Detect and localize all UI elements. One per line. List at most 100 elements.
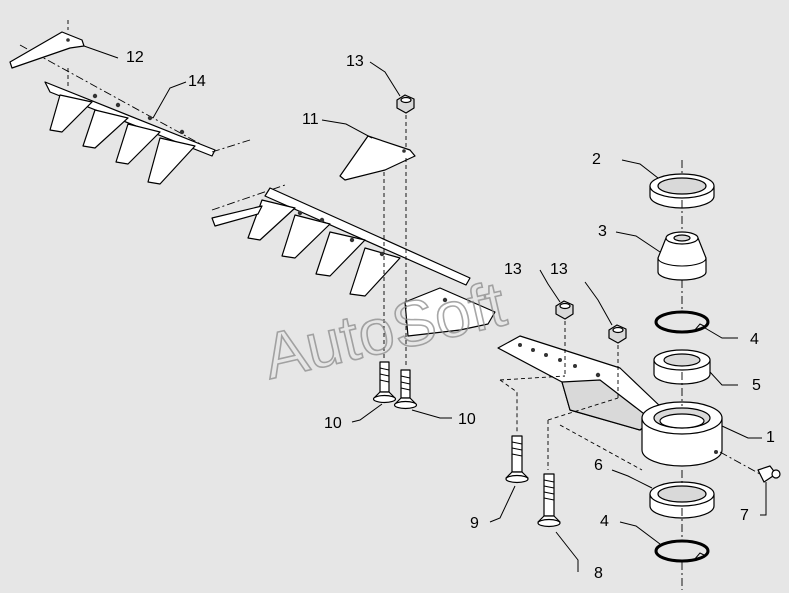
assembly-line [547, 397, 619, 470]
nut-top [612, 326, 624, 334]
circlip-4-upper [654, 310, 710, 334]
axis-line [719, 451, 761, 475]
housing-1 [641, 401, 723, 467]
circlip-ends [693, 323, 707, 332]
ring-bore [657, 177, 707, 195]
bushing-edge [657, 257, 707, 267]
knife-section-partial [211, 205, 263, 227]
callout-4-lower: 4 [600, 513, 609, 530]
knife-section [247, 199, 296, 241]
bolt-thread [543, 479, 555, 501]
callout-9: 9 [470, 515, 479, 532]
ring-2 [649, 173, 715, 209]
circlip-ends [693, 552, 707, 561]
bolt-thread [400, 375, 411, 391]
leader-11 [321, 119, 373, 139]
knife-head-arm [497, 335, 663, 431]
leader-5 [709, 371, 738, 386]
axis-line [19, 44, 216, 153]
callout-13-right: 13 [550, 261, 568, 278]
nut-13-top [396, 94, 415, 114]
rivet-hole [319, 217, 325, 223]
bolt-hole [66, 38, 70, 42]
knife-bar-middle [211, 184, 496, 337]
guard-plate [339, 135, 416, 181]
assembly-line [499, 375, 566, 432]
bolt-head [537, 518, 561, 528]
knife-section [281, 214, 331, 259]
leader-4-lower [619, 521, 661, 545]
bolt-head [505, 474, 529, 484]
bolt-10-left [372, 361, 397, 404]
rivet-hole [179, 129, 185, 135]
leader-10-left [351, 403, 383, 423]
bushing-3 [657, 231, 707, 281]
knife-section [315, 231, 366, 277]
bushing-bore [673, 234, 691, 242]
bolt-9 [505, 435, 529, 484]
circlip-ring [654, 310, 710, 334]
assembly-line [559, 424, 643, 471]
leader-1 [721, 425, 762, 439]
bearing-bore [663, 353, 701, 367]
callout-13-top: 13 [346, 53, 364, 70]
nut-13-left [555, 300, 574, 320]
arm-hole [544, 353, 548, 357]
grease-nipple-7 [719, 451, 781, 483]
leader-14 [152, 81, 187, 119]
leader-2 [621, 159, 659, 179]
arm-hole [558, 358, 562, 362]
knife-section [82, 109, 129, 149]
knife-back [264, 187, 471, 286]
ring-6 [649, 481, 715, 519]
callout-6: 6 [594, 457, 603, 474]
knife-bar-upper [19, 20, 251, 185]
nipple-tip [771, 469, 781, 479]
bearing-5 [653, 349, 711, 385]
callout-1: 1 [766, 429, 775, 446]
leader-9 [489, 485, 516, 523]
leader-4-upper [704, 327, 738, 339]
bolt-thread [511, 441, 523, 457]
leader-8 [555, 531, 579, 572]
leader-3 [615, 231, 661, 253]
knife-section [115, 123, 161, 165]
leader-10-right [411, 409, 452, 419]
callout-13-left: 13 [504, 261, 522, 278]
arm-hole [531, 348, 535, 352]
rivet-hole [297, 210, 303, 216]
callout-2: 2 [592, 151, 601, 168]
callout-7: 7 [740, 507, 749, 524]
bolt-head [372, 394, 397, 404]
arm-hole [595, 372, 601, 378]
bolt-10-right [393, 369, 418, 410]
knife-section [349, 247, 401, 297]
rivet-hole [442, 297, 448, 303]
knife-end-plate [404, 287, 496, 337]
ring-bore [657, 485, 707, 503]
callout-14: 14 [188, 73, 206, 90]
rivet-hole [92, 93, 98, 99]
housing-inner [659, 413, 705, 429]
knife-section [147, 137, 196, 185]
bolt-8 [537, 473, 561, 528]
bolt-head [393, 400, 418, 410]
leader-12 [83, 45, 119, 59]
guard-11 [339, 135, 416, 181]
leader-13-top [369, 61, 401, 97]
leader-lines [83, 45, 767, 572]
callout-4-upper: 4 [750, 331, 759, 348]
guard-plate [9, 31, 85, 69]
leader-13-right [584, 281, 613, 326]
axis-line [211, 139, 251, 153]
nut-top [400, 96, 412, 104]
leader-6 [611, 469, 653, 489]
arm-hole [573, 364, 577, 368]
callout-10-left: 10 [324, 415, 342, 432]
assembly-line [564, 321, 619, 398]
callout-3: 3 [598, 223, 607, 240]
grease-port [714, 450, 718, 454]
rivet-hole [115, 102, 121, 108]
